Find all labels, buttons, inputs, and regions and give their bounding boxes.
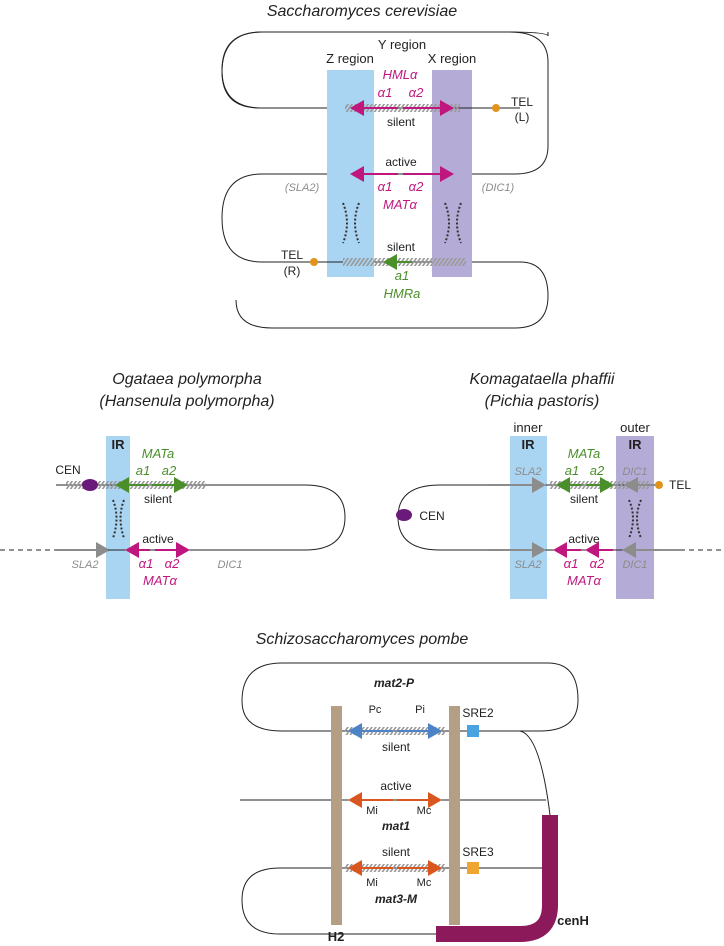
sp-mc-bot: Mc: [417, 877, 432, 889]
sc-hml-a2: α2: [409, 85, 424, 100]
op-active: active: [142, 532, 174, 546]
sc-hmr-label: HMRa: [384, 286, 421, 301]
sc-tel-r-dot: [310, 258, 318, 266]
kp-alpha1: α1: [564, 556, 579, 571]
sc-hmr-a1: a1: [395, 268, 409, 283]
sc-mat-a2: α2: [409, 179, 424, 194]
sp-mat2-silencer: [345, 727, 445, 735]
kp-title-1: Komagataella phaffii: [470, 371, 615, 388]
kp-cen: [396, 509, 412, 521]
sc-y-region-label: Y region: [378, 37, 426, 52]
sp-title: Schizosaccharomyces pombe: [256, 631, 469, 648]
op-panel: Ogataea polymorpha (Hansenula polymorpha…: [0, 371, 346, 599]
kp-sla2-top: SLA2: [515, 466, 542, 478]
sc-title: Saccharomyces cerevisiae: [267, 3, 457, 20]
kp-dic1-top: DIC1: [622, 466, 647, 478]
sp-h2: H2: [328, 929, 345, 944]
kp-silent: silent: [570, 492, 599, 506]
sc-dic1: (DIC1): [482, 182, 515, 194]
sc-sla2: (SLA2): [285, 182, 320, 194]
kp-mat: MATα: [567, 573, 601, 588]
kp-sla2-bot: SLA2: [515, 559, 542, 571]
op-alpha1: α1: [139, 556, 154, 571]
sc-tel-r: TEL: [281, 248, 303, 262]
sc-silent-bot: silent: [387, 240, 416, 254]
sp-sre3: SRE3: [462, 845, 494, 859]
kp-outer-ir-box: [616, 436, 654, 599]
kp-panel: Komagataella phaffii (Pichia pastoris) i…: [396, 371, 724, 599]
sp-mat1: mat1: [382, 819, 410, 833]
sc-hml-silencer: [345, 104, 460, 112]
sc-panel: Saccharomyces cerevisiae Y region Z regi…: [221, 3, 549, 329]
sp-sre2: SRE2: [462, 706, 494, 720]
kp-outer-label: outer: [620, 420, 650, 435]
sp-mi-mid: Mi: [366, 805, 378, 817]
sc-z-region-label: Z region: [326, 51, 374, 66]
op-silent: silent: [144, 492, 173, 506]
op-a2: a2: [162, 463, 177, 478]
sp-h2-bar: [331, 706, 342, 925]
kp-tel: TEL: [669, 478, 691, 492]
kp-a1: a1: [565, 463, 579, 478]
sc-tel-r-paren: (R): [284, 264, 301, 278]
op-cen-label: CEN: [55, 463, 80, 477]
kp-cen-label: CEN: [419, 509, 444, 523]
op-title-1: Ogataea polymorpha: [112, 371, 262, 388]
sc-mat-label: MATα: [383, 197, 417, 212]
kp-dic1-bot: DIC1: [622, 559, 647, 571]
sp-active: active: [380, 779, 412, 793]
kp-a2: a2: [590, 463, 605, 478]
kp-alpha2: α2: [590, 556, 605, 571]
op-mat: MATα: [143, 573, 177, 588]
kp-title-2: (Pichia pastoris): [485, 393, 600, 410]
sc-silent-top: silent: [387, 115, 416, 129]
sc-active: active: [385, 155, 417, 169]
op-ir-box: [106, 436, 130, 599]
sc-tel-l-paren: (L): [515, 110, 530, 124]
sp-h1-bar: [449, 706, 460, 925]
sp-mat3: mat3-M: [375, 892, 418, 906]
kp-inner-ir-box: [510, 436, 547, 599]
sp-panel: Schizosaccharomyces pombe H2 H1 mat2-P P…: [240, 631, 589, 944]
sp-cenh-label: cenH: [557, 913, 589, 928]
sp-sre3-box: [467, 862, 479, 874]
sp-sre2-box: [467, 725, 479, 737]
kp-mata: MATa: [568, 446, 601, 461]
op-mata: MATa: [142, 446, 175, 461]
sp-cenh: [436, 815, 558, 942]
op-alpha2: α2: [165, 556, 180, 571]
sp-chromosome-top-loop: [241, 662, 579, 732]
sc-mat-a1: α1: [378, 179, 393, 194]
sp-pc: Pc: [369, 704, 382, 716]
kp-inner-ir: IR: [522, 437, 536, 452]
op-cen: [82, 479, 98, 491]
op-dic1: DIC1: [217, 559, 242, 571]
sp-mc-mid: Mc: [417, 805, 432, 817]
sc-crossover-x: [444, 202, 462, 244]
sp-chromosome-bot-loop: [241, 867, 548, 935]
op-a1: a1: [136, 463, 150, 478]
op-title-2: (Hansenula polymorpha): [99, 393, 274, 410]
sc-tel-l-dot: [492, 104, 500, 112]
op-ir-label: IR: [112, 437, 126, 452]
sc-x-region-label: X region: [428, 51, 476, 66]
kp-active: active: [568, 532, 600, 546]
sc-tel-l: TEL: [511, 95, 533, 109]
op-chromosome: [56, 484, 346, 551]
op-sla2: SLA2: [72, 559, 99, 571]
sp-mat3-silencer: [345, 864, 445, 872]
sp-mi-bot: Mi: [366, 877, 378, 889]
sc-crossover-z: [342, 202, 360, 244]
kp-inner-label: inner: [514, 420, 544, 435]
kp-tel-dot: [655, 481, 663, 489]
sc-hml-a1: α1: [378, 85, 393, 100]
sp-mat2: mat2-P: [374, 676, 415, 690]
kp-outer-ir: IR: [629, 437, 643, 452]
sp-silent-top: silent: [382, 740, 411, 754]
sc-hml-label: HMLα: [383, 67, 418, 82]
sp-pi: Pi: [415, 704, 425, 716]
sp-silent-bot: silent: [382, 845, 411, 859]
